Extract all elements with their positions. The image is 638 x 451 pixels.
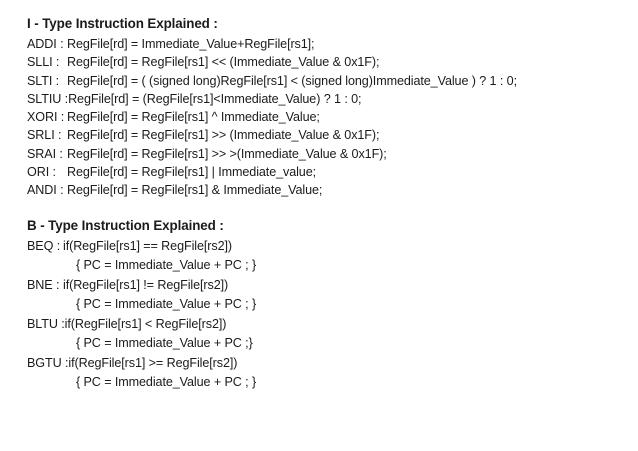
section-b-type: B - Type Instruction Explained : BEQ :if… bbox=[27, 215, 630, 393]
instruction-semantics-text: if(RegFile[rs1] == RegFile[rs2]) bbox=[63, 238, 232, 253]
instruction-semantics-text: if(RegFile[rs1] != RegFile[rs2]) bbox=[63, 277, 229, 292]
instruction-continuation-line: { PC = Immediate_Value + PC ; } bbox=[27, 256, 630, 276]
mnemonic-label: SLLI : bbox=[27, 55, 60, 70]
instruction-line: SRLI : RegFile[rd] = RegFile[rs1] >> (Imm… bbox=[27, 126, 630, 144]
section-i-type: I - Type Instruction Explained : ADDI :R… bbox=[27, 13, 630, 200]
mnemonic-label: SLTIU : bbox=[27, 91, 69, 106]
b-type-heading: B - Type Instruction Explained : bbox=[27, 217, 224, 233]
instruction-semantics-text: RegFile[rd] = RegFile[rs1] & Immediate_V… bbox=[67, 183, 323, 198]
instruction-semantics-text: { PC = Immediate_Value + PC ;} bbox=[76, 336, 253, 351]
mnemonic-label: SRAI : bbox=[27, 146, 63, 161]
instruction-semantics-text: RegFile[rd] = (RegFile[rs1]<Immediate_Va… bbox=[68, 91, 362, 106]
i-type-heading: I - Type Instruction Explained : bbox=[27, 16, 218, 31]
instruction-line: BGTU :if(RegFile[rs1] >= RegFile[rs2]) bbox=[27, 354, 630, 374]
instruction-line: BLTU :if(RegFile[rs1] < RegFile[rs2]) bbox=[27, 315, 630, 335]
mnemonic-label: SLTI : bbox=[27, 73, 60, 88]
mnemonic-label: XORI : bbox=[27, 110, 65, 125]
instruction-semantics-text: RegFile[rd] = RegFile[rs1] >> (Immediate… bbox=[67, 128, 380, 143]
instruction-line: XORI :RegFile[rd] = RegFile[rs1] ^ Immed… bbox=[27, 108, 630, 126]
mnemonic-label: BEQ : bbox=[27, 238, 61, 253]
mnemonic-label: ORI : bbox=[27, 165, 56, 180]
instruction-semantics-text: RegFile[rd] = RegFile[rs1] | Immediate_v… bbox=[67, 165, 317, 180]
instruction-semantics-text: { PC = Immediate_Value + PC ; } bbox=[76, 375, 257, 390]
mnemonic-label: ADDI : bbox=[27, 37, 64, 51]
mnemonic-label: BNE : bbox=[27, 277, 60, 292]
instruction-line: SLTIU :RegFile[rd] = (RegFile[rs1]<Immed… bbox=[27, 90, 630, 108]
instruction-continuation-line: { PC = Immediate_Value + PC ;} bbox=[27, 334, 630, 354]
instruction-continuation-line: { PC = Immediate_Value + PC ; } bbox=[27, 295, 630, 315]
instruction-line: ANDI :RegFile[rd] = RegFile[rs1] & Immed… bbox=[27, 181, 630, 199]
instruction-semantics-text: if(RegFile[rs1] >= RegFile[rs2]) bbox=[68, 355, 238, 370]
instruction-line: SLTI : RegFile[rd] = ( (signed long)RegFi… bbox=[27, 72, 630, 90]
b-type-instruction-list: BEQ :if(RegFile[rs1] == RegFile[rs2]){ P… bbox=[27, 237, 630, 393]
mnemonic-label: BLTU : bbox=[27, 316, 65, 331]
instruction-line: BNE :if(RegFile[rs1] != RegFile[rs2]) bbox=[27, 276, 630, 296]
instruction-semantics-text: RegFile[rd] = RegFile[rs1] ^ Immediate_V… bbox=[67, 110, 320, 125]
i-type-instruction-list: ADDI :RegFile[rd] = Immediate_Value+RegF… bbox=[27, 35, 630, 200]
instruction-semantics-text: RegFile[rd] = ( (signed long)RegFile[rs1… bbox=[67, 73, 517, 88]
instruction-semantics-text: RegFile[rd] = RegFile[rs1] << (Immediate… bbox=[67, 55, 380, 70]
instruction-line: ORI : RegFile[rd] = RegFile[rs1] | Immedi… bbox=[27, 163, 630, 181]
mnemonic-label: BGTU : bbox=[27, 355, 69, 370]
mnemonic-label: ANDI : bbox=[27, 183, 64, 198]
instruction-line: SLLI : RegFile[rd] = RegFile[rs1] << (Imm… bbox=[27, 53, 630, 71]
instruction-line: ADDI :RegFile[rd] = Immediate_Value+RegF… bbox=[27, 35, 630, 53]
instruction-semantics-text: RegFile[rd] = Immediate_Value+RegFile[rs… bbox=[67, 37, 315, 51]
instruction-line: SRAI : RegFile[rd] = RegFile[rs1] >> >(Im… bbox=[27, 145, 630, 163]
instruction-semantics-text: { PC = Immediate_Value + PC ; } bbox=[76, 297, 257, 312]
instruction-semantics-text: RegFile[rd] = RegFile[rs1] >> >(Immediat… bbox=[67, 146, 387, 161]
instruction-continuation-line: { PC = Immediate_Value + PC ; } bbox=[27, 373, 630, 393]
mnemonic-label: SRLI : bbox=[27, 128, 62, 143]
instruction-line: BEQ :if(RegFile[rs1] == RegFile[rs2]) bbox=[27, 237, 630, 257]
instruction-semantics-text: { PC = Immediate_Value + PC ; } bbox=[76, 258, 257, 273]
instruction-semantics-text: if(RegFile[rs1] < RegFile[rs2]) bbox=[64, 316, 227, 331]
